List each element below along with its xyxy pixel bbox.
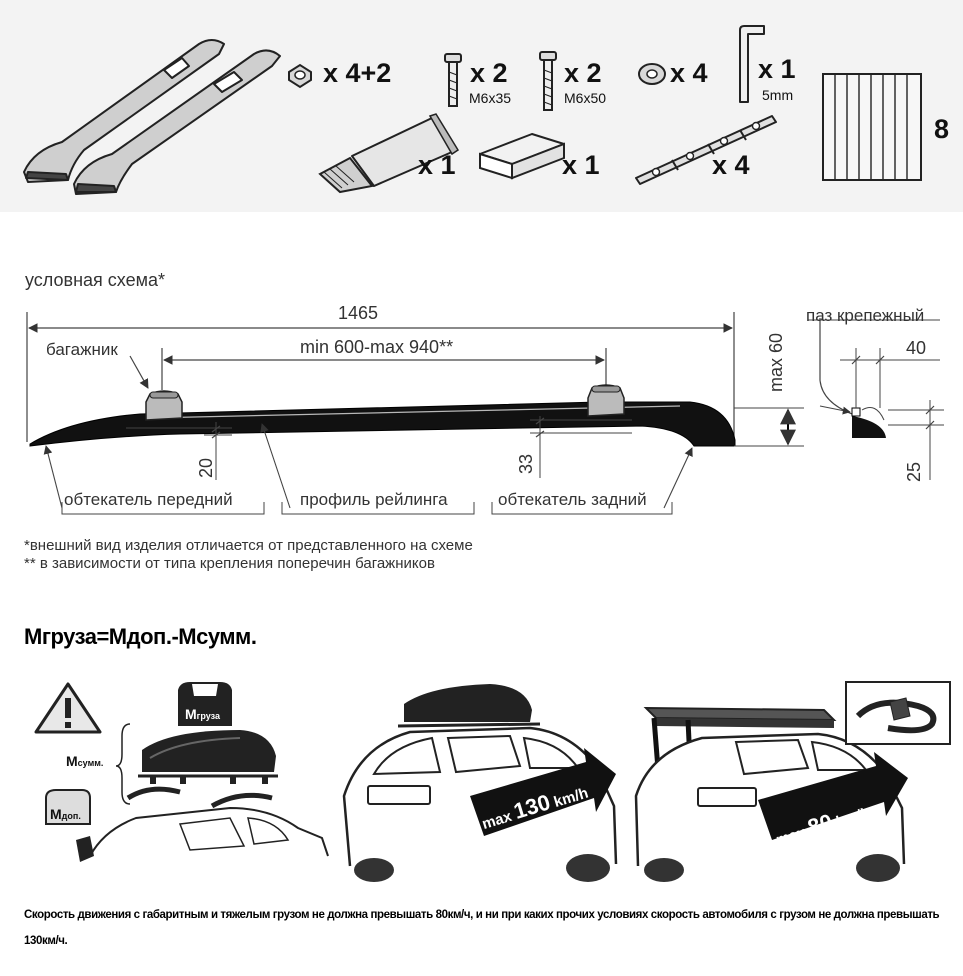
insert-nut-icon bbox=[288, 63, 312, 89]
spacer-block-quantity: x 1 bbox=[562, 150, 600, 180]
washer-quantity: x 4 bbox=[670, 58, 708, 88]
bolt-short-icon bbox=[444, 53, 462, 107]
sealant-tube-quantity: x 1 bbox=[418, 150, 456, 180]
cargo-weight-label: Mгруза bbox=[185, 706, 221, 722]
heavy-load-car-illustration bbox=[634, 681, 951, 882]
sealant-tube-icon bbox=[318, 113, 460, 194]
slot-height-label: 25 bbox=[904, 461, 924, 482]
bolt-long-size: M6x50 bbox=[564, 90, 607, 106]
rail-schematic bbox=[26, 312, 944, 515]
spacer-block-icon bbox=[479, 133, 565, 180]
insert-nut-quantity: x 4+2 bbox=[323, 58, 392, 88]
allowed-weight-label: Mдоп. bbox=[50, 806, 81, 822]
hex-key-size: 5mm bbox=[762, 87, 794, 103]
load-formula: Mгруза=Mдоп.-Mсумм. bbox=[24, 624, 257, 649]
speed-warning-text: Скорость движения с габаритным и тяжелым… bbox=[24, 909, 940, 947]
roof-rails-icon bbox=[23, 39, 281, 195]
range-dimension: min 600-max 940** bbox=[300, 337, 454, 357]
schema-title: условная схема* bbox=[25, 270, 165, 290]
mounting-bracket-icon bbox=[635, 115, 777, 185]
slot-width-label: 40 bbox=[906, 338, 927, 358]
hex-key-icon bbox=[739, 25, 765, 103]
front-fairing-label: обтекатель передний bbox=[64, 490, 233, 509]
slot-label: паз крепежный bbox=[806, 306, 925, 325]
bolt-short-quantity: x 2 bbox=[470, 58, 508, 88]
bolt-long-quantity: x 2 bbox=[564, 58, 602, 88]
rail-profile-label: профиль рейлинга bbox=[300, 490, 448, 509]
footnote-1: *внешний вид изделия отличается от предс… bbox=[24, 537, 473, 554]
carrier-label: багажник bbox=[46, 340, 118, 359]
max-height-label: max 60 bbox=[766, 332, 786, 392]
pad-strips-quantity: 8 bbox=[934, 114, 950, 144]
footnote-2: ** в зависимости от типа крепления попер… bbox=[24, 555, 435, 572]
bolt-short-size: M6x35 bbox=[469, 90, 512, 106]
kit-panel bbox=[0, 0, 963, 212]
length-dimension: 1465 bbox=[338, 303, 379, 323]
hex-key-quantity: x 1 bbox=[758, 54, 796, 84]
bolt-long-icon bbox=[539, 51, 557, 111]
pad-strips-icon bbox=[822, 73, 922, 181]
total-weight-label: Mсумм. bbox=[66, 753, 104, 769]
front-height-label: 20 bbox=[196, 457, 216, 478]
mounting-bracket-quantity: x 4 bbox=[712, 150, 750, 180]
washer-icon bbox=[638, 63, 666, 85]
load-weight-illustration bbox=[34, 682, 329, 862]
roof-box-car-illustration bbox=[342, 684, 618, 882]
rear-height-label: 33 bbox=[516, 453, 536, 474]
rear-fairing-label: обтекатель задний bbox=[498, 490, 647, 509]
